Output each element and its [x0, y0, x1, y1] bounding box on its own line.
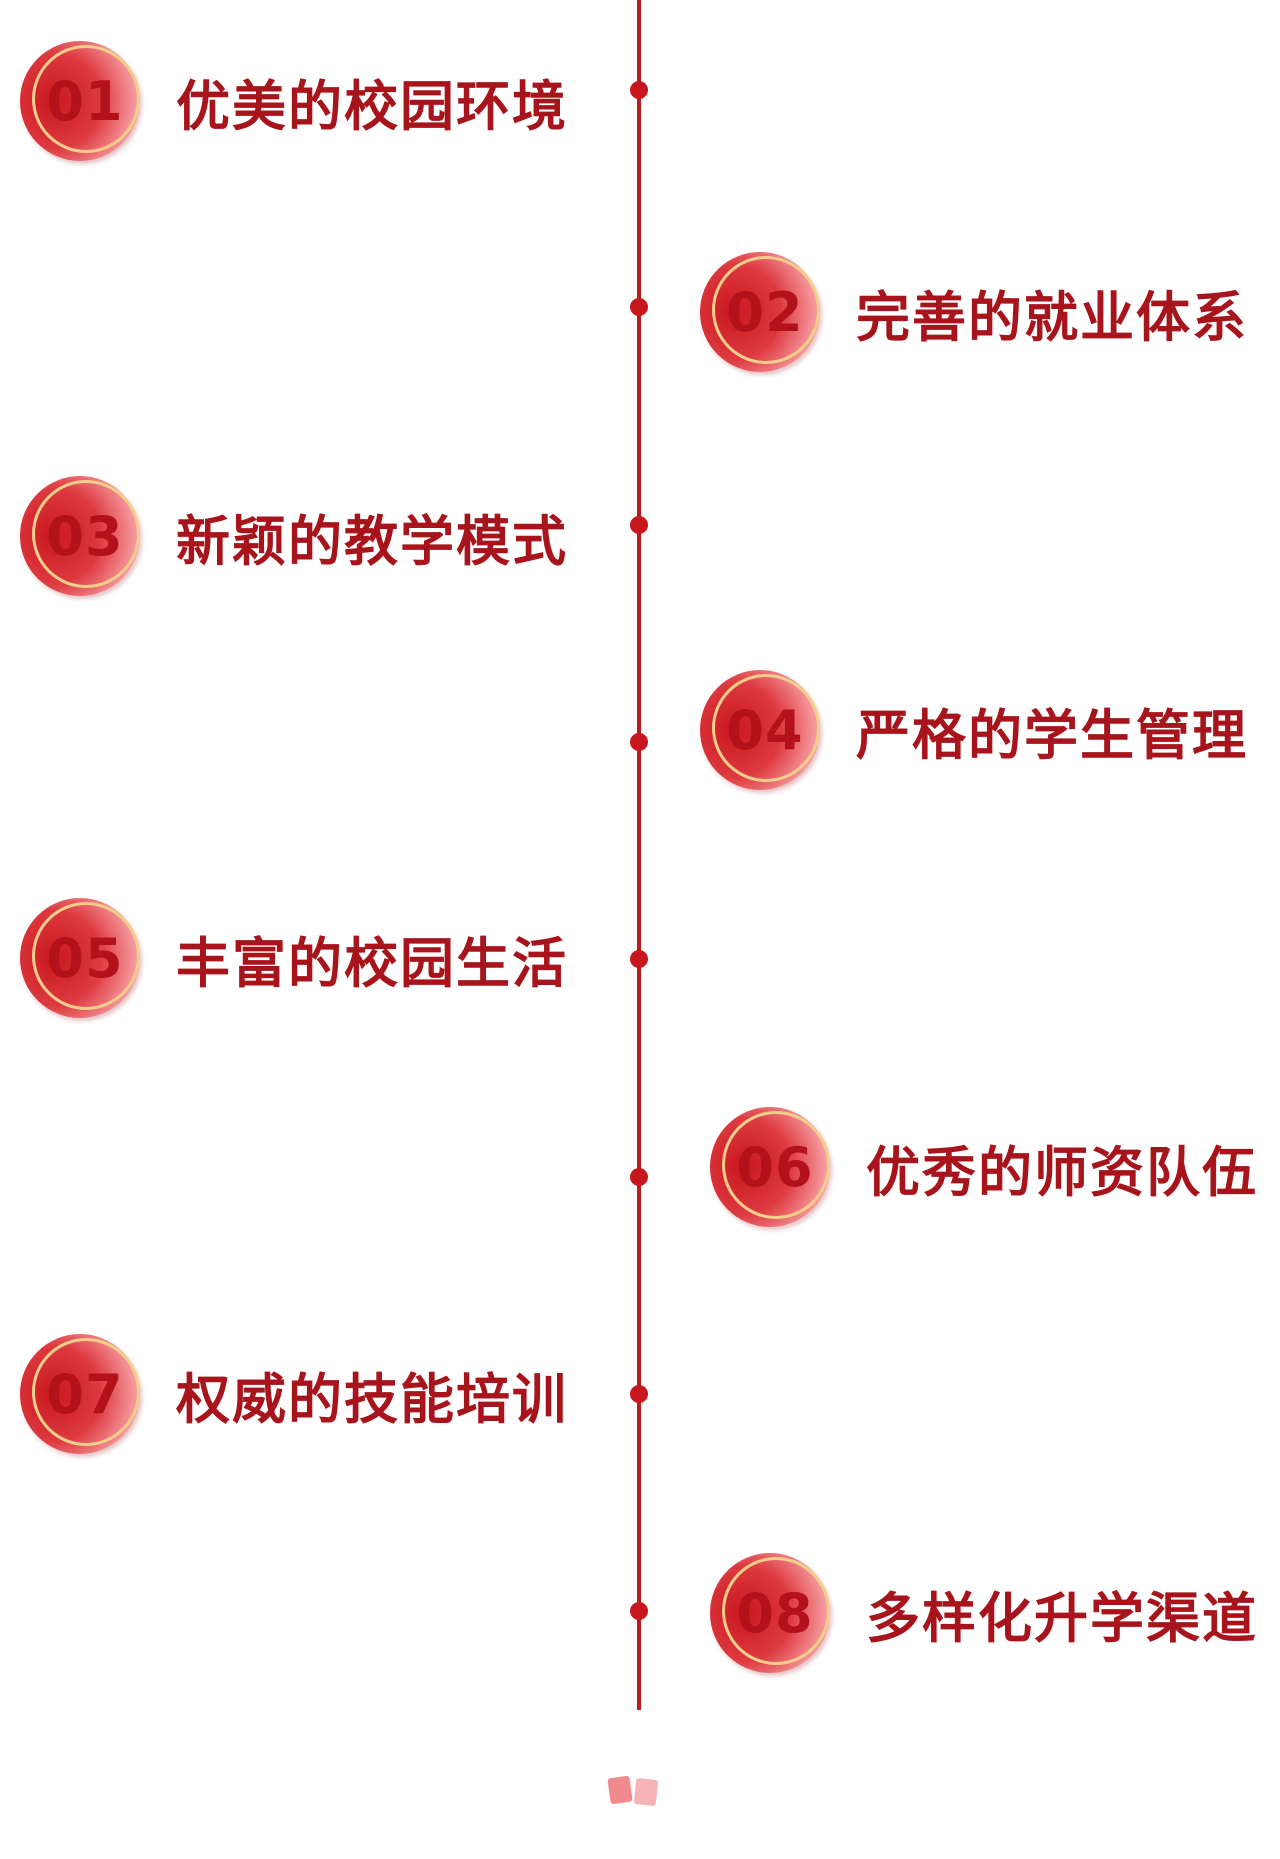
number-badge: 05	[20, 898, 140, 1018]
timeline-dot	[630, 1602, 648, 1620]
item-label: 严格的学生管理	[856, 703, 1248, 767]
item-label: 丰富的校园生活	[176, 931, 568, 995]
number-badge: 08	[710, 1553, 830, 1673]
decorative-squares-icon	[605, 1775, 665, 1807]
item-label: 完善的就业体系	[856, 285, 1248, 349]
timeline-line	[637, 0, 641, 1710]
timeline-dot	[630, 1385, 648, 1403]
number-badge: 06	[710, 1107, 830, 1227]
badge-number: 08	[736, 1581, 814, 1645]
badge-number: 06	[736, 1135, 814, 1199]
number-badge: 07	[20, 1334, 140, 1454]
timeline-dot	[630, 516, 648, 534]
badge-number: 07	[46, 1362, 124, 1426]
timeline-item-04: 04 严格的学生管理	[700, 670, 1248, 790]
badge-number: 01	[46, 69, 124, 133]
timeline-item-05: 05 丰富的校园生活	[20, 898, 568, 1018]
number-badge: 02	[700, 252, 820, 372]
timeline-item-06: 06 优秀的师资队伍	[710, 1107, 1258, 1227]
item-label: 多样化升学渠道	[866, 1586, 1258, 1650]
number-badge: 01	[20, 41, 140, 161]
item-label: 新颖的教学模式	[176, 509, 568, 573]
item-label: 优美的校园环境	[176, 74, 568, 138]
decorative-square	[607, 1775, 633, 1805]
badge-number: 04	[726, 698, 804, 762]
badge-number: 05	[46, 926, 124, 990]
badge-number: 03	[46, 504, 124, 568]
timeline-item-07: 07 权威的技能培训	[20, 1334, 568, 1454]
number-badge: 03	[20, 476, 140, 596]
timeline-item-08: 08 多样化升学渠道	[710, 1553, 1258, 1673]
badge-number: 02	[726, 280, 804, 344]
timeline-dot	[630, 733, 648, 751]
timeline-dot	[630, 1168, 648, 1186]
item-label: 优秀的师资队伍	[866, 1140, 1258, 1204]
decorative-square	[633, 1777, 659, 1807]
timeline-dot	[630, 298, 648, 316]
number-badge: 04	[700, 670, 820, 790]
timeline-dot	[630, 950, 648, 968]
timeline-item-01: 01 优美的校园环境	[20, 41, 568, 161]
timeline-dot	[630, 81, 648, 99]
item-label: 权威的技能培训	[176, 1367, 568, 1431]
timeline-item-02: 02 完善的就业体系	[700, 252, 1248, 372]
timeline-item-03: 03 新颖的教学模式	[20, 476, 568, 596]
